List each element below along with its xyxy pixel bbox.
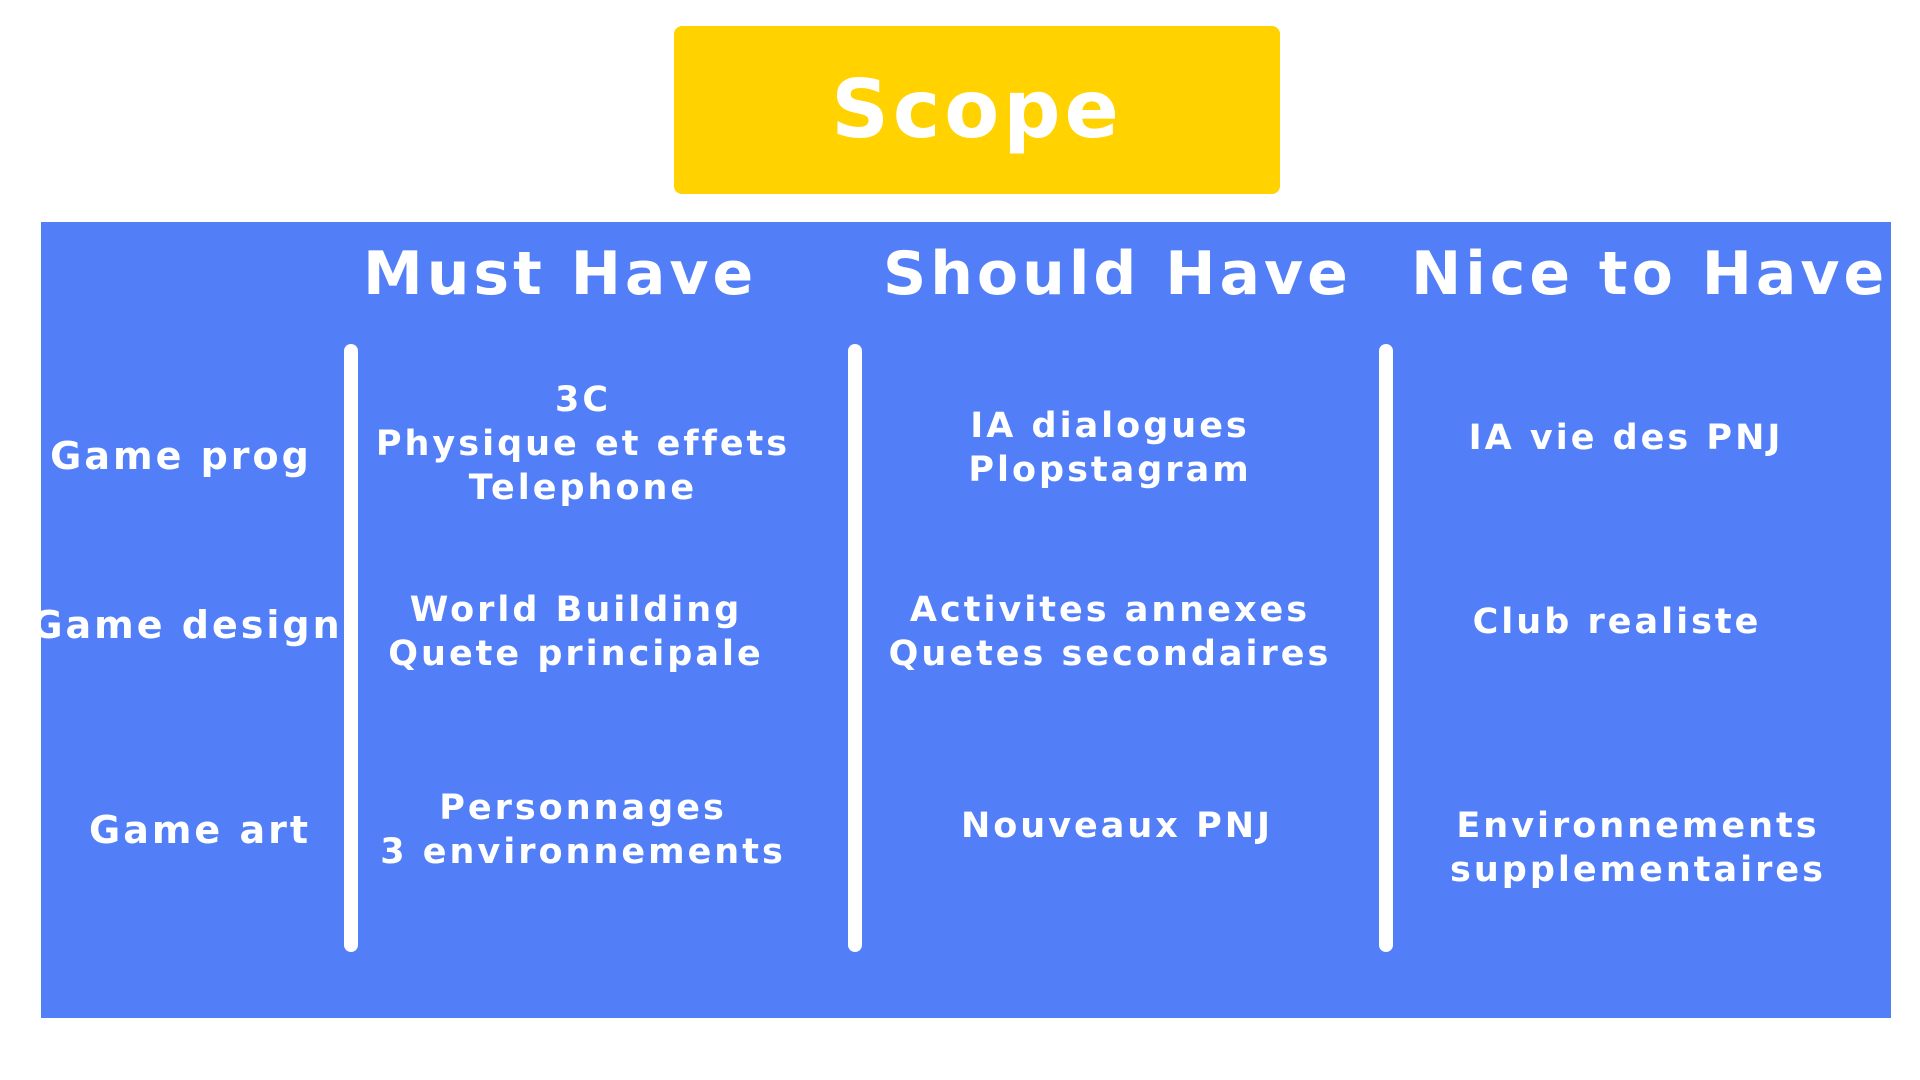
- cell-line: Environnements: [1456, 806, 1820, 846]
- cell-game-art-nice-to-have: Environnements supplementaires: [1450, 804, 1826, 892]
- cell-game-design-should-have: Activites annexes Quetes secondaires: [889, 588, 1332, 676]
- column-divider: [1379, 344, 1393, 952]
- scope-panel: Must Have Should Have Nice to Have Game …: [31, 222, 1891, 1018]
- cell-line: Physique et effets: [375, 424, 791, 464]
- cell-game-prog-nice-to-have: IA vie des PNJ: [1469, 416, 1784, 460]
- scope-title: Scope: [831, 63, 1123, 156]
- column-header-should-have: Should Have: [883, 239, 1352, 309]
- column-divider: [848, 344, 862, 952]
- cell-line: IA vie des PNJ: [1468, 418, 1784, 458]
- cell-line: supplementaires: [1450, 850, 1826, 890]
- cell-line: Activites annexes: [909, 590, 1311, 630]
- column-header-must-have: Must Have: [363, 239, 758, 309]
- cell-game-art-should-have: Nouveaux PNJ: [961, 804, 1273, 848]
- cell-line: 3C: [554, 380, 612, 420]
- cell-line: Nouveaux PNJ: [960, 806, 1274, 846]
- scope-title-box: Scope: [674, 26, 1280, 194]
- cell-line: IA dialogues: [970, 406, 1250, 446]
- cell-game-design-must-have: World Building Quete principale: [388, 588, 763, 676]
- cell-line: World Building: [409, 590, 743, 630]
- cell-game-prog-should-have: IA dialogues Plopstagram: [968, 404, 1251, 492]
- column-divider: [344, 344, 358, 952]
- cell-line: Telephone: [468, 468, 698, 508]
- cell-line: Plopstagram: [968, 450, 1252, 490]
- row-label-game-art: Game art: [89, 808, 311, 852]
- cell-game-design-nice-to-have: Club realiste: [1473, 600, 1762, 644]
- cell-line: Personnages: [439, 788, 727, 828]
- cell-line: Quetes secondaires: [888, 634, 1332, 674]
- cell-line: Quete principale: [388, 634, 764, 674]
- row-label-game-prog: Game prog: [50, 434, 312, 478]
- cell-line: Club realiste: [1472, 602, 1762, 642]
- cell-game-art-must-have: Personnages 3 environnements: [380, 786, 786, 874]
- cell-game-prog-must-have: 3C Physique et effets Telephone: [376, 378, 790, 510]
- row-label-game-design: Game design: [31, 603, 343, 647]
- cell-line: 3 environnements: [380, 832, 786, 872]
- column-header-nice-to-have: Nice to Have: [1411, 239, 1889, 309]
